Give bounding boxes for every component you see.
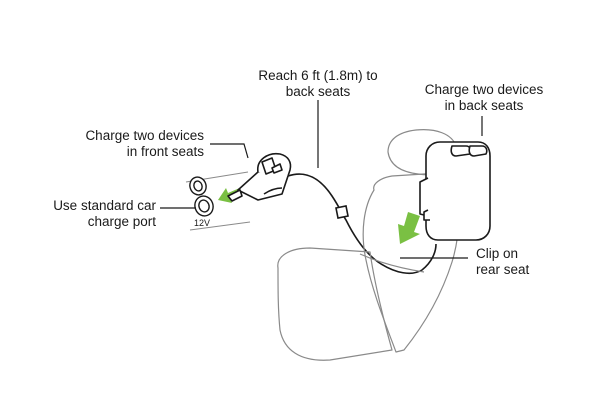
back-seat-label: Charge two devices in back seats bbox=[404, 82, 564, 114]
cable-length-label: Reach 6 ft (1.8m) to back seats bbox=[238, 68, 398, 100]
front-seat-line1: Charge two devices bbox=[85, 128, 204, 143]
charging-cable bbox=[287, 173, 437, 275]
front-seat-label: Charge two devices in front seats bbox=[44, 128, 204, 160]
back-seat-line2: in back seats bbox=[444, 98, 524, 113]
clip-line2: rear seat bbox=[476, 262, 530, 277]
cable-length-line2: back seats bbox=[285, 84, 351, 99]
front-seat-line2: in front seats bbox=[126, 144, 204, 159]
back-seat-line1: Charge two devices bbox=[424, 82, 544, 97]
power-socket bbox=[194, 195, 214, 217]
leader-lines bbox=[160, 100, 483, 259]
charge-port-line2: charge port bbox=[87, 214, 156, 229]
power-port-cap bbox=[189, 176, 207, 196]
charge-port-line1: Use standard car bbox=[53, 198, 156, 213]
charge-port-label: Use standard car charge port bbox=[20, 198, 156, 230]
front-charger bbox=[227, 152, 292, 202]
clip-line1: Clip on bbox=[476, 246, 519, 261]
voltage-label: 12V bbox=[194, 218, 211, 228]
back-charging-hub bbox=[419, 141, 491, 241]
cable-length-line1: Reach 6 ft (1.8m) to bbox=[258, 68, 378, 83]
clip-label: Clip on rear seat bbox=[476, 246, 576, 278]
clip-arrow bbox=[398, 212, 420, 244]
